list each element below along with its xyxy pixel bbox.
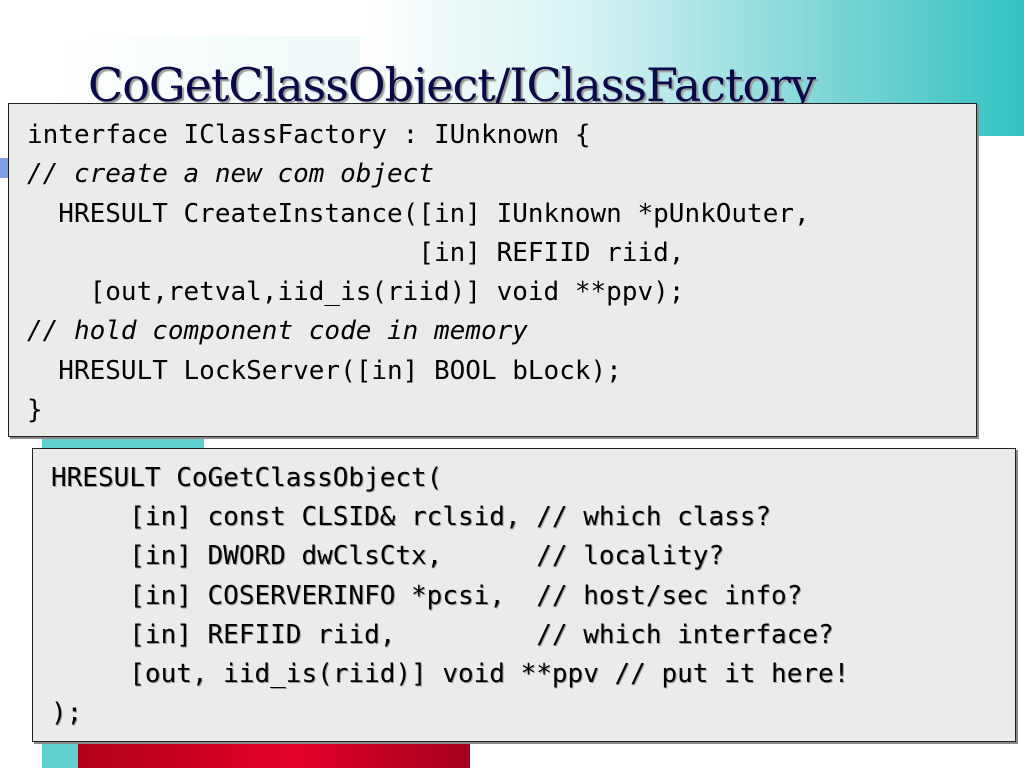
code-line: [in] COSERVERINFO *pcsi, // host/sec inf… (51, 580, 803, 611)
cogetclassobject-code-block: HRESULT CoGetClassObject( [in] const CLS… (32, 448, 1016, 742)
decorative-red-bar (78, 742, 470, 768)
code-line: ); (51, 698, 83, 729)
code-comment-line: // hold component code in memory (27, 316, 528, 347)
code-line: HRESULT CreateInstance([in] IUnknown *pU… (27, 198, 810, 229)
code-line: } (27, 395, 43, 426)
code-line: [in] REFIID riid, (27, 237, 685, 268)
code-line: [in] const CLSID& rclsid, // which class… (51, 502, 772, 533)
code-line: HRESULT CoGetClassObject( (51, 463, 443, 493)
iclassfactory-code-block: interface IClassFactory : IUnknown { // … (8, 103, 977, 437)
code-line: [out, iid_is(riid)] void **ppv // put it… (51, 658, 850, 689)
code-line: [in] DWORD dwClsCtx, // locality? (51, 541, 725, 572)
code-line: [in] REFIID riid, // which interface? (51, 619, 834, 650)
decorative-blue-accent (0, 158, 10, 178)
code-line: interface IClassFactory : IUnknown { (27, 120, 591, 150)
code-comment-line: // create a new com object (27, 159, 434, 190)
code-line: HRESULT LockServer([in] BOOL bLock); (27, 355, 622, 386)
code-line: [out,retval,iid_is(riid)] void **ppv); (27, 277, 685, 308)
